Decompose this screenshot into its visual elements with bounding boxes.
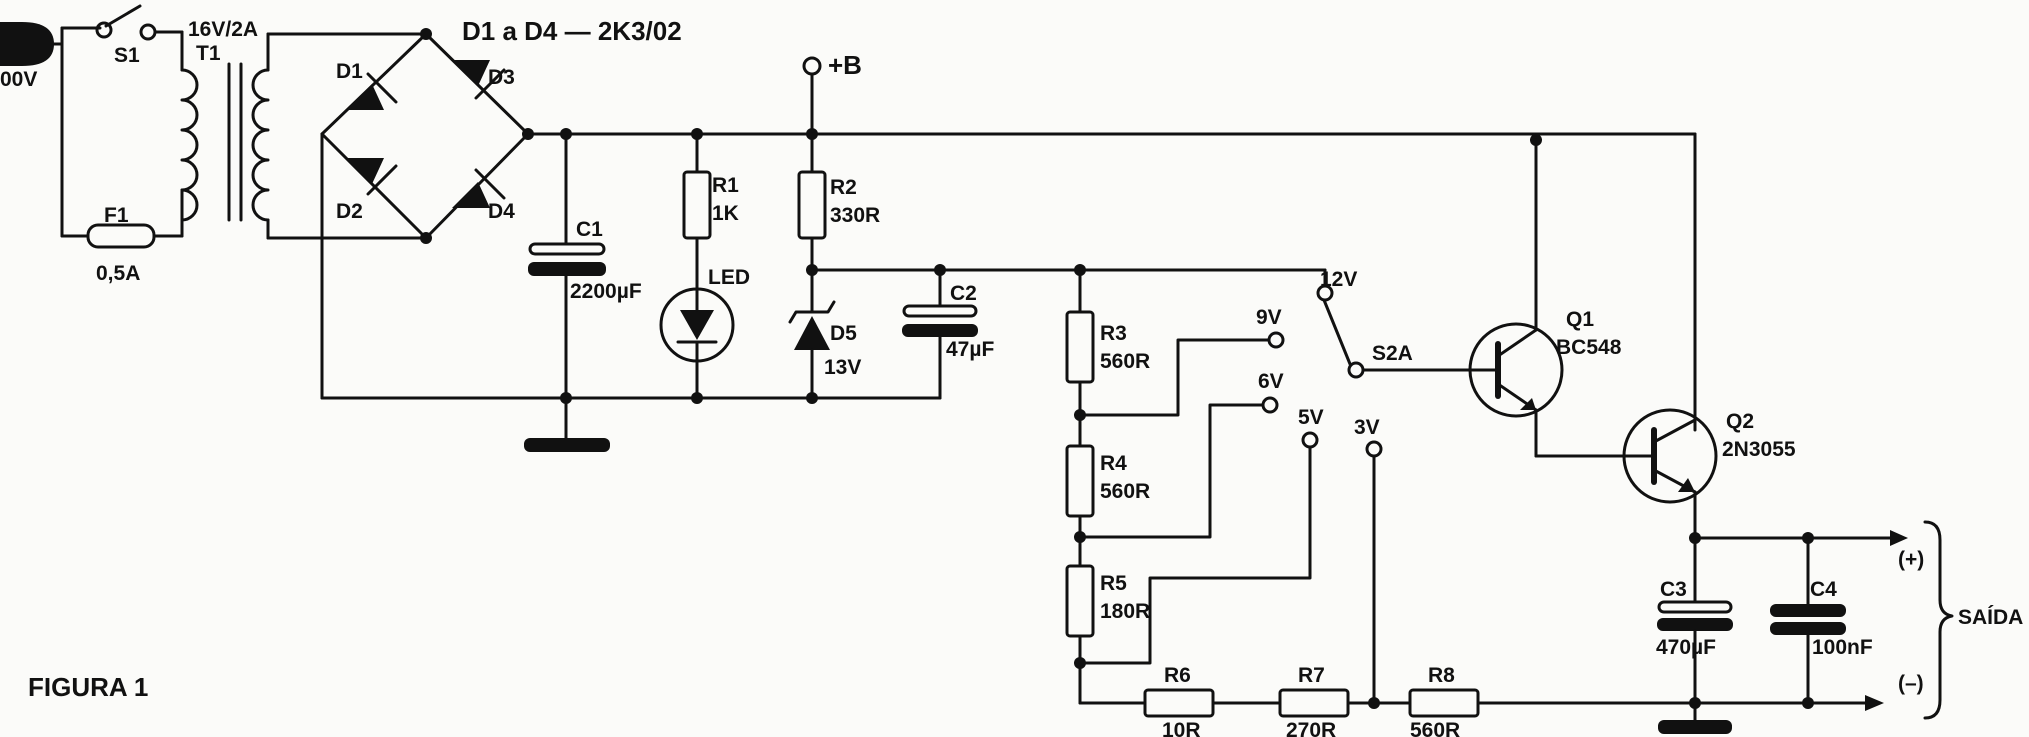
d5-value-label: 13V	[824, 356, 861, 379]
r2-name-label: R2	[830, 176, 857, 199]
zener-d5	[788, 300, 836, 400]
d2-label: D2	[336, 200, 363, 223]
capacitor-c4-plate-b	[1770, 622, 1846, 635]
r8-name-label: R8	[1428, 664, 1455, 687]
mains-plug	[0, 22, 64, 238]
d3-label: D3	[488, 66, 515, 89]
r6-name-label: R6	[1164, 664, 1191, 687]
tap-3v-label: 3V	[1354, 416, 1380, 439]
resistor-r4-body	[1065, 444, 1095, 518]
capacitor-c3-plus-plate	[1657, 600, 1733, 614]
tap-6v-label: 6V	[1258, 370, 1284, 393]
supply-point-label: +B	[828, 50, 862, 80]
resistor-r1	[682, 132, 712, 292]
r4-value-label: 560R	[1100, 480, 1150, 503]
transistor-q1	[1468, 138, 1630, 458]
resistor-r6-body	[1143, 688, 1215, 718]
output-plus-label: (+)	[1898, 548, 1924, 571]
capacitor-c1	[524, 132, 610, 452]
q1-name-label: Q1	[1566, 308, 1594, 331]
tap-9v-label: 9V	[1256, 306, 1282, 329]
c2-value-label: 47µF	[946, 338, 994, 361]
r7-name-label: R7	[1298, 664, 1325, 687]
d5-name-label: D5	[830, 322, 857, 345]
led	[659, 287, 735, 400]
transformer-name-label: T1	[196, 42, 221, 65]
transformer-rating-label: 16V/2A	[188, 18, 258, 41]
diodes-note-label: D1 a D4 — 2K3/02	[462, 16, 682, 46]
r4-name-label: R4	[1100, 452, 1127, 475]
resistor-r3-body	[1065, 310, 1095, 384]
transformer-t1	[180, 32, 428, 240]
d1-label: D1	[336, 60, 363, 83]
r2-value-label: 330R	[830, 204, 880, 227]
r7-value-label: 270R	[1286, 719, 1336, 737]
supply-point-b: +B	[802, 50, 862, 136]
resistor-r5-body	[1065, 564, 1095, 638]
r1-name-label: R1	[712, 174, 739, 197]
output-minus-label: (–)	[1898, 672, 1924, 695]
d4-label: D4	[488, 200, 515, 223]
r8-value-label: 560R	[1410, 719, 1460, 737]
labels: 00V S1 16V/2A T1 D1 a D4 — 2K3/02 D1 D3 …	[0, 16, 2023, 737]
fuse-name-label: F1	[104, 204, 129, 227]
switch-s1	[60, 4, 184, 72]
led-label: LED	[708, 266, 750, 289]
c3-name-label: C3	[1660, 578, 1687, 601]
transistor-q2	[1622, 408, 1718, 544]
reference-line	[810, 264, 1334, 302]
r1-value-label: 1K	[712, 202, 739, 225]
c1-value-label: 2200µF	[570, 280, 642, 303]
resistor-r7-body	[1278, 688, 1350, 718]
capacitor-c2	[902, 268, 978, 400]
r3-value-label: 560R	[1100, 350, 1150, 373]
q2-name-label: Q2	[1726, 410, 1754, 433]
r3-name-label: R3	[1100, 322, 1127, 345]
r6-value-label: 10R	[1162, 719, 1201, 737]
tap-5v-label: 5V	[1298, 406, 1324, 429]
c1-name-label: C1	[576, 218, 603, 241]
output-label: SAÍDA	[1958, 606, 2023, 629]
mains-voltage-label: 00V	[0, 68, 37, 91]
fuse-f1	[60, 188, 184, 249]
resistor-r8-body	[1408, 688, 1480, 718]
selector-s2a	[1078, 298, 1472, 705]
r5-value-label: 180R	[1100, 600, 1150, 623]
tap-12v-label: 12V	[1320, 268, 1357, 291]
figure-title: FIGURA 1	[28, 672, 148, 702]
output-stage	[1657, 520, 1954, 734]
c3-value-label: 470µF	[1656, 636, 1716, 659]
fuse-value-label: 0,5A	[96, 262, 140, 285]
q1-part-label: BC548	[1556, 336, 1622, 359]
c2-name-label: C2	[950, 282, 977, 305]
c4-value-label: 100nF	[1812, 636, 1873, 659]
q2-part-label: 2N3055	[1722, 438, 1796, 461]
c4-name-label: C4	[1810, 578, 1837, 601]
s1-label: S1	[114, 44, 140, 67]
r5-name-label: R5	[1100, 572, 1127, 595]
capacitor-c4-plate-a	[1770, 604, 1846, 617]
output-ground	[1658, 720, 1732, 734]
divider-string	[1065, 268, 1867, 718]
resistor-r2	[797, 132, 827, 314]
s2a-label: S2A	[1372, 342, 1413, 365]
